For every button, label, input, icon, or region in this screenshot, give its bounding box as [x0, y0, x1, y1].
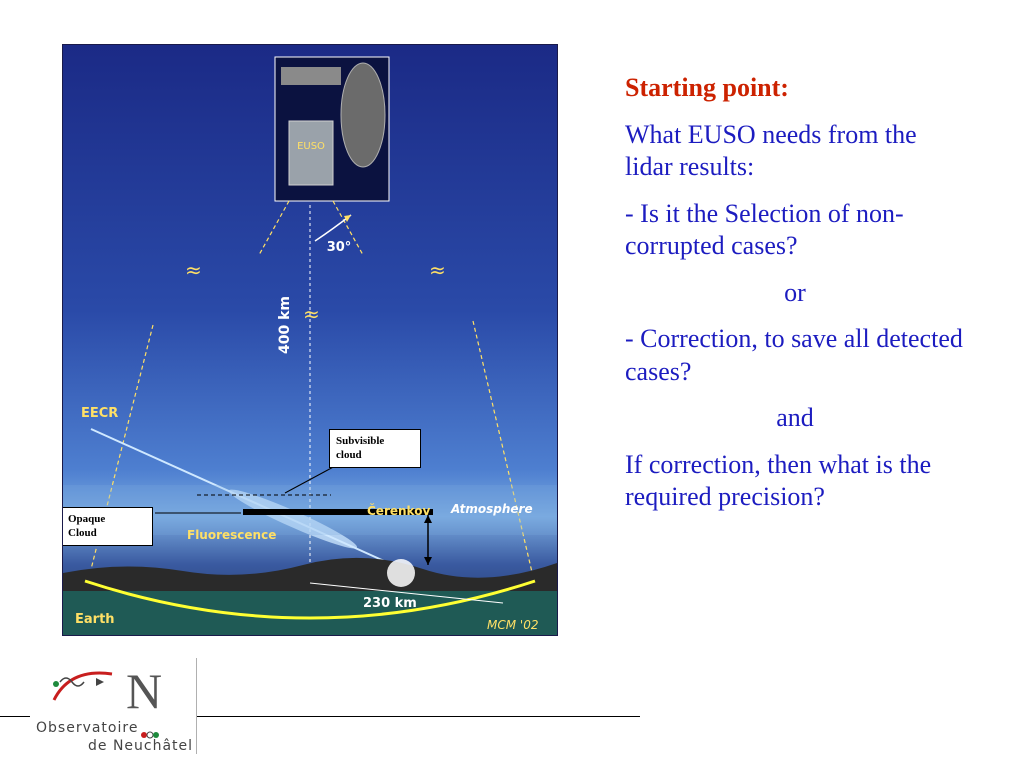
question-correction: - Correction, to save all detected cases… [625, 323, 965, 388]
cloud-height-arrow-bottom [424, 557, 432, 565]
subvisible-callout-line2: cloud [336, 448, 414, 462]
opaque-callout-line1: Opaque [68, 512, 146, 526]
opaque-cloud-callout: Opaque Cloud [62, 507, 153, 546]
opaque-callout-line2: Cloud [68, 526, 146, 540]
subvisible-cloud-callout: Subvisible cloud [329, 429, 421, 468]
logo-arrow [96, 678, 104, 686]
euso-label: EUSO [297, 141, 325, 152]
footer-line-right [196, 716, 640, 717]
approx-symbol-left: ≈ [185, 258, 202, 282]
logo-letter: N [126, 663, 162, 719]
angle-arrow [344, 215, 351, 222]
cerenkov-reflection [387, 559, 415, 587]
intro-paragraph: What EUSO needs from the lidar results: [625, 119, 965, 184]
fluorescence-label: Fluorescence [187, 528, 276, 542]
logo-green-dot [53, 681, 59, 687]
logo-red-arc [54, 673, 112, 700]
euso-telescope [289, 121, 333, 185]
observatoire-logo: N Observatoire de Neuchâtel [30, 660, 196, 756]
angle-label: 30° [327, 240, 352, 255]
euso-diagram: EUSO 30° 400 km ≈ ≈ ≈ EECR Atmosphere Fl… [63, 45, 557, 635]
station-module [341, 63, 385, 167]
question-selection: - Is it the Selection of non-corrupted c… [625, 198, 965, 263]
text-panel: Starting point: What EUSO needs from the… [625, 72, 965, 528]
logo-divider [196, 658, 197, 754]
euso-lidar-figure: EUSO 30° 400 km ≈ ≈ ≈ EECR Atmosphere Fl… [62, 44, 558, 636]
atmosphere-label: Atmosphere [450, 502, 533, 516]
slide-heading: Starting point: [625, 72, 965, 105]
logo-mark: N [30, 660, 196, 720]
connector-or: or [625, 277, 965, 310]
cerenkov-label: Čerenkov [367, 503, 430, 518]
question-precision: If correction, then what is the required… [625, 449, 965, 514]
logo-line1: Observatoire [36, 720, 138, 736]
approx-symbol-right: ≈ [429, 258, 446, 282]
footer-line-left [0, 716, 30, 717]
credit-label: MCM '02 [487, 618, 538, 632]
fov-left-upper [259, 201, 289, 255]
station-truss [281, 67, 341, 85]
approx-symbol-center: ≈ [303, 302, 320, 326]
earth-label: Earth [75, 612, 115, 627]
subvisible-callout-line1: Subvisible [336, 434, 414, 448]
connector-and: and [625, 402, 965, 435]
logo-line2: de Neuchâtel [88, 738, 193, 754]
fov-left-lower [87, 325, 153, 585]
eecr-label: EECR [81, 406, 118, 421]
fov-right-lower [473, 321, 535, 585]
altitude-label: 400 km [277, 296, 293, 354]
distance-label: 230 km [363, 596, 417, 611]
